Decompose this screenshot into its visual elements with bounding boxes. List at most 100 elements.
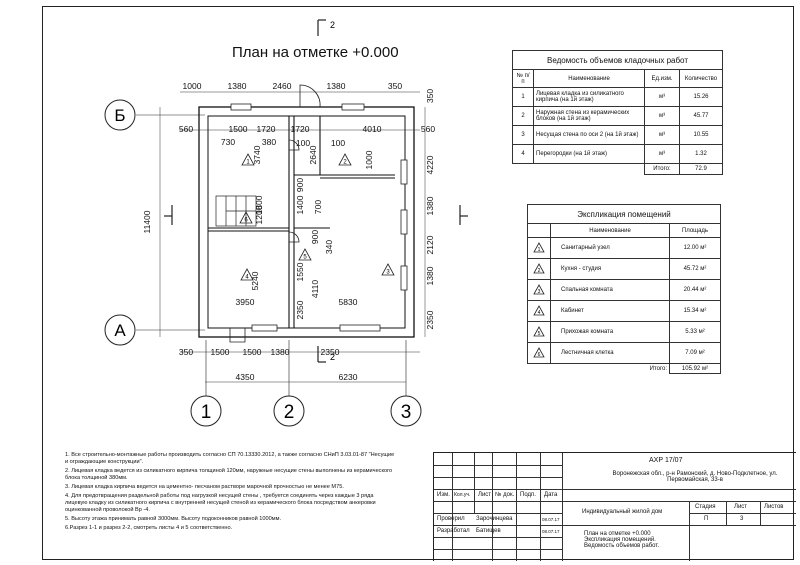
sheet-label: Лист — [734, 504, 748, 510]
dimension-interior: 1200 — [254, 205, 264, 224]
svg-text:1: 1 — [538, 247, 541, 253]
project-code: АХР 17/07 — [649, 457, 683, 464]
dimension-bottom: 1380 — [271, 347, 290, 357]
dimension-interior: 2640 — [308, 145, 318, 164]
volumes-row: 1 Лицевая кладка из силикатного кирпича … — [512, 87, 723, 107]
dimension-right: 2120 — [425, 235, 435, 254]
rooms-total-label: Итого: — [550, 363, 670, 374]
stamp-col-izm: Изм. — [437, 492, 450, 498]
note: 1. Все строительно-монтажные работы прои… — [65, 452, 395, 465]
rooms-total: 105.92 м² — [669, 363, 721, 374]
dimension-right: 2350 — [425, 310, 435, 329]
designed-name: Батищев — [476, 528, 501, 534]
axis-marker-1: 1 — [190, 340, 222, 427]
project-name: Индивидуальный жилой дом — [582, 509, 663, 515]
dimension-top: 350 — [388, 81, 402, 91]
stamp-col-date: Дата — [544, 492, 558, 498]
volumes-header-qty: Количество — [679, 69, 723, 88]
room-marker-icon: 1 — [527, 237, 551, 259]
svg-text:4: 4 — [538, 310, 541, 316]
volumes-table-title: Ведомость объемов кладочных работ — [512, 50, 723, 70]
general-notes: 1. Все строительно-монтажные работы прои… — [65, 452, 395, 534]
note: 4. Для предотвращения раздельной работы … — [65, 493, 376, 513]
dimension-bottom: 1500 — [211, 347, 230, 357]
svg-text:2: 2 — [343, 160, 347, 166]
svg-text:6: 6 — [244, 218, 248, 224]
dimension-bottom-axes: 6230 — [339, 372, 358, 382]
section-mark-top — [317, 19, 326, 36]
dimension-interior: 5240 — [250, 271, 260, 290]
dimension-right: 1380 — [425, 196, 435, 215]
dimension-bottom-axes: 4350 — [236, 372, 255, 382]
room-marker-icon: 2 — [527, 258, 551, 280]
section-mark-bottom — [317, 346, 326, 363]
volumes-header-num: № п/п — [512, 69, 534, 88]
designed-label: Разработал — [437, 528, 470, 534]
room-marker-icon: 5 — [527, 321, 551, 343]
volumes-header-unit: Ед.изм. — [644, 69, 680, 88]
stamp-col-doc: № док. — [495, 492, 515, 498]
room-marker-icon: 3 — [527, 279, 551, 301]
dimension-top: 1380 — [327, 81, 346, 91]
axis-marker-a: А — [104, 314, 205, 346]
volumes-table: Ведомость объемов кладочных работ № п/п … — [512, 50, 723, 175]
windows — [230, 103, 408, 332]
dimension-right: 4220 — [425, 155, 435, 174]
checked-name: Зарочинцева — [476, 516, 513, 522]
dimension-upper: 560 — [421, 124, 435, 134]
designed-date: 08.07.17 — [542, 529, 560, 534]
dimension-interior: 340 — [324, 240, 334, 254]
rooms-header-area: Площадь — [669, 223, 721, 238]
stage-value: П — [704, 516, 709, 522]
axis-marker-2: 2 — [273, 340, 305, 427]
dimension-upper: 1500 — [229, 124, 248, 134]
note: 3. Лицевая кладка кирпича ведется на цем… — [65, 484, 344, 490]
checked-date: 08.07.17 — [542, 517, 560, 522]
dimension-interior: 100 — [296, 138, 310, 148]
rooms-table: Экспликация помещений Наименование Площа… — [527, 204, 721, 374]
plan-title: План на отметке +0.000 — [232, 44, 399, 61]
dimension-interior: 900 — [295, 178, 305, 192]
dimension-interior: 1400 — [295, 195, 305, 214]
dimension-right: 350 — [425, 89, 435, 103]
interior-walls — [208, 116, 395, 328]
dimension-interior: 3950 — [236, 297, 255, 307]
stamp-col-list: Лист — [478, 492, 492, 498]
dimension-upper: 4010 — [363, 124, 382, 134]
axis-label-1: 1 — [201, 402, 212, 423]
room-marker-icon: 1 — [241, 153, 255, 166]
dimension-interior: 2350 — [295, 300, 305, 319]
svg-text:4: 4 — [245, 275, 249, 281]
axis-marker-b: Б — [104, 99, 205, 131]
section-mark-right — [459, 205, 468, 225]
room-marker-icon: 3 — [381, 263, 395, 276]
axis-marker-3: 3 — [390, 340, 422, 427]
room-marker-icon: 4 — [240, 268, 254, 281]
room-marker-icon: 6 — [239, 211, 253, 224]
dimension-bottom: 1500 — [243, 347, 262, 357]
dimension-interior: 1000 — [364, 150, 374, 169]
drawing-content: План на отметке +0.000 Экспликация помещ… — [584, 531, 660, 549]
rooms-header-name: Наименование — [550, 223, 670, 238]
svg-text:2: 2 — [538, 268, 541, 274]
stamp-col-kol: Кол.уч. — [454, 492, 471, 498]
dimension-upper: 1720 — [291, 124, 310, 134]
section-label-top: 2 — [330, 20, 335, 30]
room-marker-icon: 4 — [527, 300, 551, 322]
dimension-interior: 1550 — [295, 262, 305, 281]
dimension-bottom: 2350 — [321, 347, 340, 357]
axis-label-2: 2 — [284, 402, 295, 423]
volumes-row: 2 Наружная стена из керамических блоков … — [512, 106, 723, 126]
title-block: АХР 17/07 Воронежская обл., р-н Рамонски… — [433, 452, 796, 561]
stage-label: Стадия — [695, 504, 716, 510]
stair — [215, 195, 257, 227]
note: 6.Разрез 1-1 и разрез 2-2, смотреть лист… — [65, 525, 233, 531]
dimension-interior: 5830 — [339, 297, 358, 307]
axis-label-3: 3 — [401, 402, 412, 423]
dimension-upper: 1720 — [257, 124, 276, 134]
